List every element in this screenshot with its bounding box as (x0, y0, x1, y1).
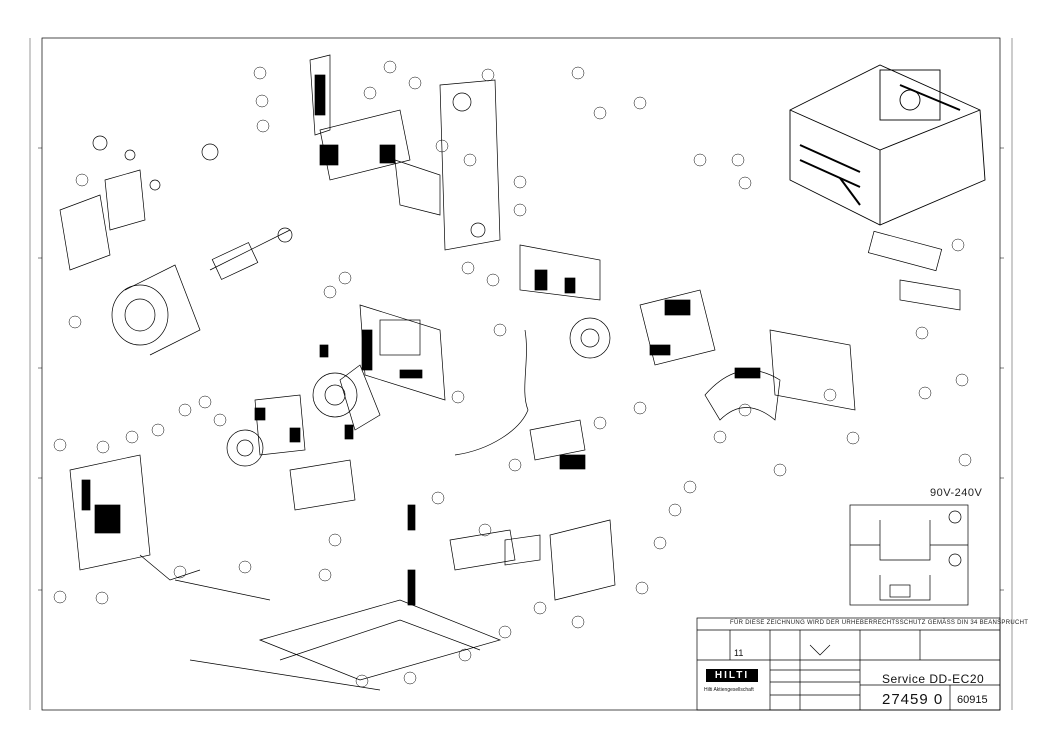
copyright-banner: FÜR DIESE ZEICHNUNG WIRD DER URHEBERRECH… (730, 620, 1029, 626)
sheet-border (41, 37, 1001, 711)
gearbox-assembly (569, 230, 961, 421)
gear-housing (339, 244, 601, 431)
base-frame (189, 454, 616, 691)
circuit-schematic (849, 504, 969, 606)
gear-wheel-clutch (226, 344, 358, 511)
left-housing (69, 454, 271, 601)
voltage-label: 90V-240V (930, 487, 983, 499)
cable-assembly (439, 79, 586, 461)
hilti-logo: HILTI (706, 669, 758, 682)
product-isometric-view (789, 64, 986, 226)
mounting-bracket (309, 54, 441, 216)
document-number: 27459 0 (882, 691, 944, 708)
company-name: Hilti Aktiengesellschaft (704, 687, 754, 693)
sheet-code: 60915 (957, 694, 988, 706)
item-callouts (53, 60, 972, 688)
drawing-title: Service DD-EC20 (882, 672, 985, 686)
border-ticks (38, 147, 1004, 591)
revision-value: 11 (734, 648, 744, 658)
motor-assembly (59, 135, 293, 356)
title-block (696, 617, 1001, 711)
